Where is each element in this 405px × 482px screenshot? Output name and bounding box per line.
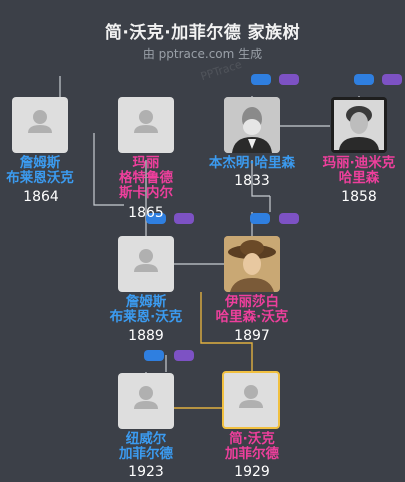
name-line: 哈里森·沃克 (215, 309, 289, 325)
person-name-james-sr[interactable]: 詹姆斯 布莱恩沃克 (0, 156, 95, 186)
couple-pill-male[interactable] (354, 74, 374, 85)
person-year-james-sr: 1864 (23, 189, 59, 205)
person-name-benjamin[interactable]: 本杰明·哈里森 (197, 156, 307, 171)
name-line: 玛丽·迪米克 (322, 155, 396, 171)
couple-pill-male[interactable] (250, 213, 270, 224)
connector-selected-lineage (200, 292, 253, 373)
person-name-jane[interactable]: 简·沃克 加菲尔德 (197, 432, 307, 462)
portrait-man-icon (224, 97, 280, 153)
connector-james-sr (93, 133, 124, 206)
name-line: 加菲尔德 (119, 446, 173, 462)
couple-pill-female[interactable] (279, 213, 299, 224)
name-line: 伊丽莎白 (225, 294, 279, 310)
avatar-james-jr[interactable] (118, 236, 174, 292)
person-year-newell: 1923 (128, 464, 164, 480)
person-year-benjamin: 1833 (234, 173, 270, 189)
person-year-jane: 1929 (234, 464, 270, 480)
person-name-elizabeth[interactable]: 伊丽莎白 哈里森·沃克 (197, 295, 307, 325)
avatar-mary-sr[interactable] (118, 97, 174, 153)
name-line: 詹姆斯 (19, 155, 61, 171)
person-name-newell[interactable]: 纽威尔 加菲尔德 (91, 432, 201, 462)
avatar-mary-dimmick[interactable] (331, 97, 387, 153)
couple-pill-female[interactable] (174, 350, 194, 361)
couple-pill-male[interactable] (146, 213, 166, 224)
person-name-james-jr[interactable]: 詹姆斯 布莱恩·沃克 (91, 295, 201, 325)
name-line: 布莱恩·沃克 (109, 309, 183, 325)
person-year-elizabeth: 1897 (234, 328, 270, 344)
avatar-elizabeth[interactable] (224, 236, 280, 292)
person-year-mary-sr: 1865 (128, 205, 164, 221)
avatar-newell[interactable] (118, 373, 174, 429)
couple-pill-male[interactable] (144, 350, 164, 361)
couple-pill-female[interactable] (174, 213, 194, 224)
person-placeholder-icon (28, 110, 52, 133)
person-name-mary-sr[interactable]: 玛丽 格特鲁德 斯卡内尔 (91, 156, 201, 201)
name-line: 加菲尔德 (225, 446, 279, 462)
portrait-woman-hat-icon (224, 236, 280, 292)
couple-pill-male[interactable] (251, 74, 271, 85)
name-line: 玛丽 (132, 155, 160, 171)
portrait-woman-icon (331, 97, 387, 153)
name-line: 本杰明·哈里森 (208, 155, 296, 171)
avatar-jane-selected[interactable] (222, 371, 280, 429)
name-line: 哈里森 (338, 170, 380, 186)
person-year-james-jr: 1889 (128, 328, 164, 344)
name-line: 詹姆斯 (125, 294, 167, 310)
person-placeholder-icon (134, 110, 158, 133)
name-line: 简·沃克 (229, 431, 275, 447)
avatar-james-sr[interactable] (12, 97, 68, 153)
person-placeholder-icon (134, 249, 158, 272)
avatar-benjamin[interactable] (224, 97, 280, 153)
name-line: 纽威尔 (125, 431, 167, 447)
name-line: 斯卡内尔 (119, 185, 173, 201)
connector-benjamin-down (251, 160, 270, 197)
page-subtitle: 由 pptrace.com 生成 (142, 47, 263, 61)
person-year-mary-dimmick: 1858 (341, 189, 377, 205)
couple-pill-female[interactable] (279, 74, 299, 85)
couple-pill-female[interactable] (382, 74, 402, 85)
person-placeholder-icon (134, 386, 158, 409)
page-title: 简·沃克·加菲尔德 家族树 (104, 23, 301, 43)
name-line: 布莱恩沃克 (6, 170, 74, 186)
person-name-mary-dimmick[interactable]: 玛丽·迪米克 哈里森 (304, 156, 405, 186)
person-placeholder-icon (239, 385, 263, 408)
name-line: 格特鲁德 (119, 170, 173, 186)
